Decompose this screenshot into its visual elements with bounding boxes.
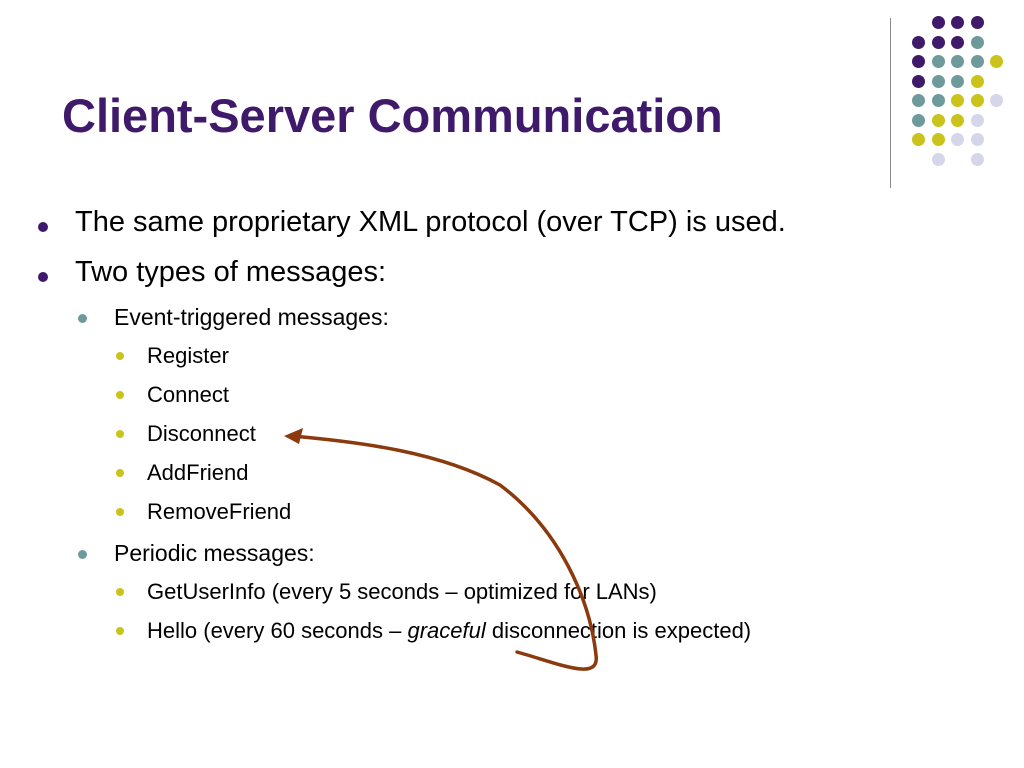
decorative-dot — [970, 55, 984, 68]
decorative-dot — [912, 113, 925, 127]
bullet-item-event-triggered: Event-triggered messages: — [114, 304, 389, 330]
bullet-marker — [38, 272, 48, 282]
bullet-marker — [116, 588, 124, 596]
bullet-item-protocol: The same proprietary XML protocol (over … — [75, 206, 786, 238]
bullet-item-periodic: Periodic messages: — [114, 540, 315, 566]
decorative-dot — [970, 133, 984, 146]
decorative-dot — [970, 152, 984, 166]
bullet-item-disconnect: Disconnect — [147, 421, 256, 446]
decorative-dot — [912, 133, 925, 146]
bullet-item-message-types: Two types of messages: — [75, 256, 387, 288]
decorative-dot — [951, 35, 964, 49]
decorative-dot — [931, 133, 945, 146]
decorative-dot — [931, 74, 945, 88]
bullet-marker — [116, 391, 124, 399]
decorative-dot — [970, 94, 984, 107]
decorative-dot — [912, 55, 925, 68]
bullet-marker — [116, 627, 124, 635]
hello-text-end: disconnection is expected) — [485, 618, 752, 643]
title-divider-line — [890, 18, 891, 188]
bullet-marker — [38, 222, 48, 232]
decorative-dot — [990, 94, 1003, 107]
decorative-dot — [951, 16, 964, 29]
decorative-dot — [951, 113, 964, 127]
bullet-item-connect: Connect — [147, 382, 229, 407]
decorative-dot — [970, 74, 984, 88]
bullet-item-register: Register — [147, 343, 229, 368]
decorative-dot — [970, 16, 984, 29]
slide-title: Client-Server Communication — [62, 89, 723, 142]
bullet-marker — [78, 550, 87, 559]
decorative-dot — [990, 55, 1003, 68]
decorative-dot — [931, 94, 945, 107]
bullet-marker — [116, 352, 124, 360]
decorative-dot — [970, 113, 984, 127]
decorative-dot — [912, 35, 925, 49]
bullet-marker — [116, 469, 124, 477]
bullet-marker — [78, 314, 87, 323]
decorative-dot — [931, 35, 945, 49]
decorative-dot — [951, 133, 964, 146]
bullet-item-removefriend: RemoveFriend — [147, 499, 292, 524]
bullet-marker — [116, 508, 124, 516]
decorative-dot — [912, 94, 925, 107]
decorative-dot — [931, 152, 945, 166]
decorative-dot — [970, 35, 984, 49]
decorative-dot — [912, 74, 925, 88]
decorative-dot — [931, 16, 945, 29]
bullet-marker — [116, 430, 124, 438]
annotation-arrow-head — [284, 428, 303, 444]
decorative-dot — [951, 94, 964, 107]
hello-text-italic: graceful — [407, 618, 486, 643]
hello-text-start: Hello (every 60 seconds – — [147, 618, 408, 643]
decorative-dot-grid — [0, 0, 1024, 200]
bullet-item-addfriend: AddFriend — [147, 460, 249, 485]
decorative-dot — [931, 55, 945, 68]
annotation-arrow-curve — [290, 434, 598, 671]
bullet-item-getuserinfo: GetUserInfo (every 5 seconds – optimized… — [147, 579, 657, 604]
decorative-dot — [951, 55, 964, 68]
decorative-dot — [931, 113, 945, 127]
bullet-item-hello: Hello (every 60 seconds – graceful disco… — [147, 618, 751, 644]
decorative-dot — [951, 74, 964, 88]
